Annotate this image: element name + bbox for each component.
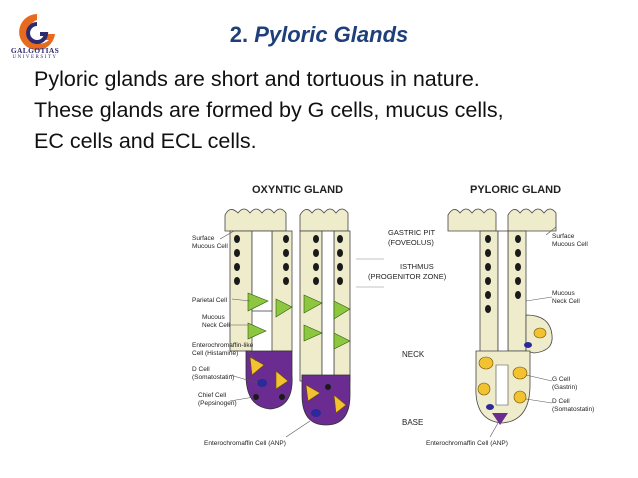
ox-dcell-label-1: D Cell xyxy=(192,366,210,373)
py-ec-label: Enterochromaffin Cell (ANP) xyxy=(426,440,508,447)
base-label: BASE xyxy=(402,418,423,427)
logo-wordmark: GALGOTIAS UNIVERSITY xyxy=(0,46,70,60)
gland-diagram: OXYNTIC GLAND PYLORIC GLAND xyxy=(192,184,594,447)
galgotias-logo xyxy=(19,14,55,50)
pyloric-title: PYLORIC GLAND xyxy=(470,184,561,196)
ox-mucous-neck-label-1: Mucous xyxy=(202,314,226,321)
oxyntic-labels: Surface Mucous Cell Parietal Cell Mucous… xyxy=(192,230,311,447)
py-dcell-label-2: (Somatostatin) xyxy=(552,406,594,413)
ox-chief-label-1: Chief Cell xyxy=(198,392,227,399)
py-surface-label-1: Surface xyxy=(552,233,575,240)
ox-surface-label-1: Surface xyxy=(192,235,215,242)
slide-title-text: Pyloric Glands xyxy=(254,22,409,47)
pyloric-gland xyxy=(447,208,557,425)
py-mucous-neck-label-1: Mucous xyxy=(552,290,576,297)
ox-surface-label-2: Mucous Cell xyxy=(192,243,228,250)
gastric-pit-label-1: GASTRIC PIT xyxy=(388,228,436,237)
ox-ecl-label-1: Enterochromaffin-like xyxy=(192,342,254,349)
ox-chief-label-2: (Pepsinogen) xyxy=(198,400,237,407)
py-gcell-label-2: (Gastrin) xyxy=(552,384,577,391)
ox-dcell-label-2: (Somatostatin) xyxy=(192,374,234,381)
oxyntic-title: OXYNTIC GLAND xyxy=(252,184,343,196)
py-surface-label-2: Mucous Cell xyxy=(552,241,588,248)
body-line-1: Pyloric glands are short and tortuous in… xyxy=(34,67,480,91)
logo-name: GALGOTIAS xyxy=(10,46,60,55)
slide-body: Pyloric glands are short and tortuous in… xyxy=(34,64,624,157)
ox-parietal-label: Parietal Cell xyxy=(192,297,228,304)
slide-title: 2. Pyloric Glands xyxy=(0,22,638,48)
oxyntic-gland xyxy=(224,208,351,426)
isthmus-label-1: ISTHMUS xyxy=(400,262,434,271)
py-mucous-neck-label-2: Neck Cell xyxy=(552,298,580,305)
ox-ec-label: Enterochromaffin Cell (ANP) xyxy=(204,440,286,447)
pyloric-labels: Surface Mucous Cell Mucous Neck Cell G C… xyxy=(426,226,594,447)
gastric-pit-label-2: (FOVEOLUS) xyxy=(388,238,434,247)
neck-label: NECK xyxy=(402,350,425,359)
ox-mucous-neck-label-2: Neck Cell xyxy=(202,322,230,329)
body-line-3: EC cells and ECL cells. xyxy=(34,129,257,153)
isthmus-label-2: (PROGENITOR ZONE) xyxy=(368,272,447,281)
logo-sub: UNIVERSITY xyxy=(12,55,58,60)
ox-ecl-label-2: Cell (Histamine) xyxy=(192,350,238,357)
py-gcell-label-1: G Cell xyxy=(552,376,571,383)
py-dcell-label-1: D Cell xyxy=(552,398,570,405)
body-line-2: These glands are formed by G cells, mucu… xyxy=(34,98,504,122)
slide-title-number: 2. xyxy=(229,22,249,47)
